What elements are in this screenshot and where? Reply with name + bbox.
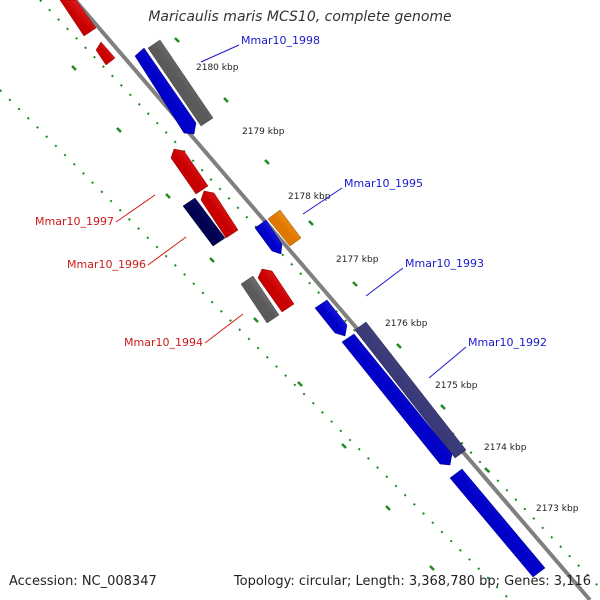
outer-tick-8 [429, 565, 435, 571]
inner-tick-6 [440, 404, 446, 410]
gene-label-mmar10_1994[interactable]: Mmar10_1994 [124, 336, 203, 349]
topology-text: Topology: circular; Length: 3,368,780 bp… [233, 574, 591, 589]
outer-tick-1 [116, 127, 122, 133]
gene-label-mmar10_1996[interactable]: Mmar10_1996 [67, 258, 146, 271]
gene-blue-1993 [314, 299, 348, 337]
inner-tick-4 [352, 281, 358, 287]
inner-tick-5 [396, 343, 402, 349]
scale-label-5: 2175 kbp [435, 381, 478, 391]
gene-blue-1998-left [134, 47, 197, 135]
outer-tick-0 [71, 65, 77, 71]
outer-tick-5 [297, 381, 303, 387]
gene-slate-1992 [354, 321, 467, 459]
inner-scale-ticks [174, 37, 534, 534]
inner-tick-0 [174, 37, 180, 43]
gene-red-1997 [200, 190, 239, 239]
gene-orange-1995 [267, 209, 302, 247]
gene-red-top [59, 0, 97, 37]
leader-line-5 [147, 236, 187, 266]
outer-scale-ticks [71, 65, 435, 571]
gene-blue-bottom [449, 468, 546, 578]
scale-label-0: 2180 kbp [196, 63, 239, 73]
outer-scale-dots [39, 0, 600, 589]
outer-tick-2 [165, 193, 171, 199]
gene-label-mmar10_1998[interactable]: Mmar10_1998 [241, 34, 320, 47]
gene-labels: Mmar10_1998Mmar10_1995Mmar10_1993Mmar10_… [35, 34, 547, 379]
reverse-strand-genes [59, 0, 295, 324]
gene-label-mmar10_1995[interactable]: Mmar10_1995 [344, 177, 423, 190]
outer-scale-ring [39, 0, 600, 589]
outer-tick-4 [253, 317, 259, 323]
gene-label-mmar10_1997[interactable]: Mmar10_1997 [35, 215, 114, 228]
inner-tick-3 [308, 220, 314, 226]
gene-label-mmar10_1993[interactable]: Mmar10_1993 [405, 257, 484, 270]
scale-label-7: 2173 kbp [536, 504, 579, 514]
inner-tick-7 [484, 467, 490, 473]
outer-tick-6 [341, 443, 347, 449]
leader-line-3 [428, 346, 467, 379]
scale-label-6: 2174 kbp [484, 443, 527, 453]
scale-label-2: 2178 kbp [288, 192, 331, 202]
leader-line-6 [204, 313, 244, 344]
gene-gray-1994 [240, 275, 280, 324]
leader-line-1 [302, 187, 343, 215]
gene-blue-1992 [341, 333, 453, 466]
scale-labels: 2180 kbp 2179 kbp 2178 kbp 2177 kbp 2176 kbp… [196, 63, 579, 514]
inner-tick-2 [264, 159, 270, 165]
inner-scale-dots [0, 89, 511, 600]
inner-tick-1 [223, 97, 229, 103]
outer-tick-7 [385, 505, 391, 511]
gene-label-mmar10_1992[interactable]: Mmar10_1992 [468, 336, 547, 349]
scale-label-4: 2176 kbp [385, 319, 428, 329]
gene-navy-1996 [182, 197, 226, 247]
gene-gray-1998 [147, 39, 214, 127]
leader-line-2 [365, 267, 404, 297]
genome-backbone [73, 0, 592, 600]
map-title: Maricaulis maris MCS10, complete genome [148, 9, 452, 25]
outer-tick-3 [209, 257, 215, 263]
gene-red-1997-upper [170, 148, 209, 195]
leader-line-4 [115, 194, 156, 223]
accession-text: Accession: NC_008347 [9, 574, 157, 589]
gene-red-1994 [257, 268, 295, 313]
gene-red-small [95, 41, 116, 66]
scale-label-1: 2179 kbp [242, 127, 285, 137]
leader-line-0 [200, 44, 240, 63]
gene-blue-1995 [254, 219, 283, 255]
scale-label-3: 2177 kbp [336, 255, 379, 265]
forward-strand-genes [134, 39, 546, 578]
